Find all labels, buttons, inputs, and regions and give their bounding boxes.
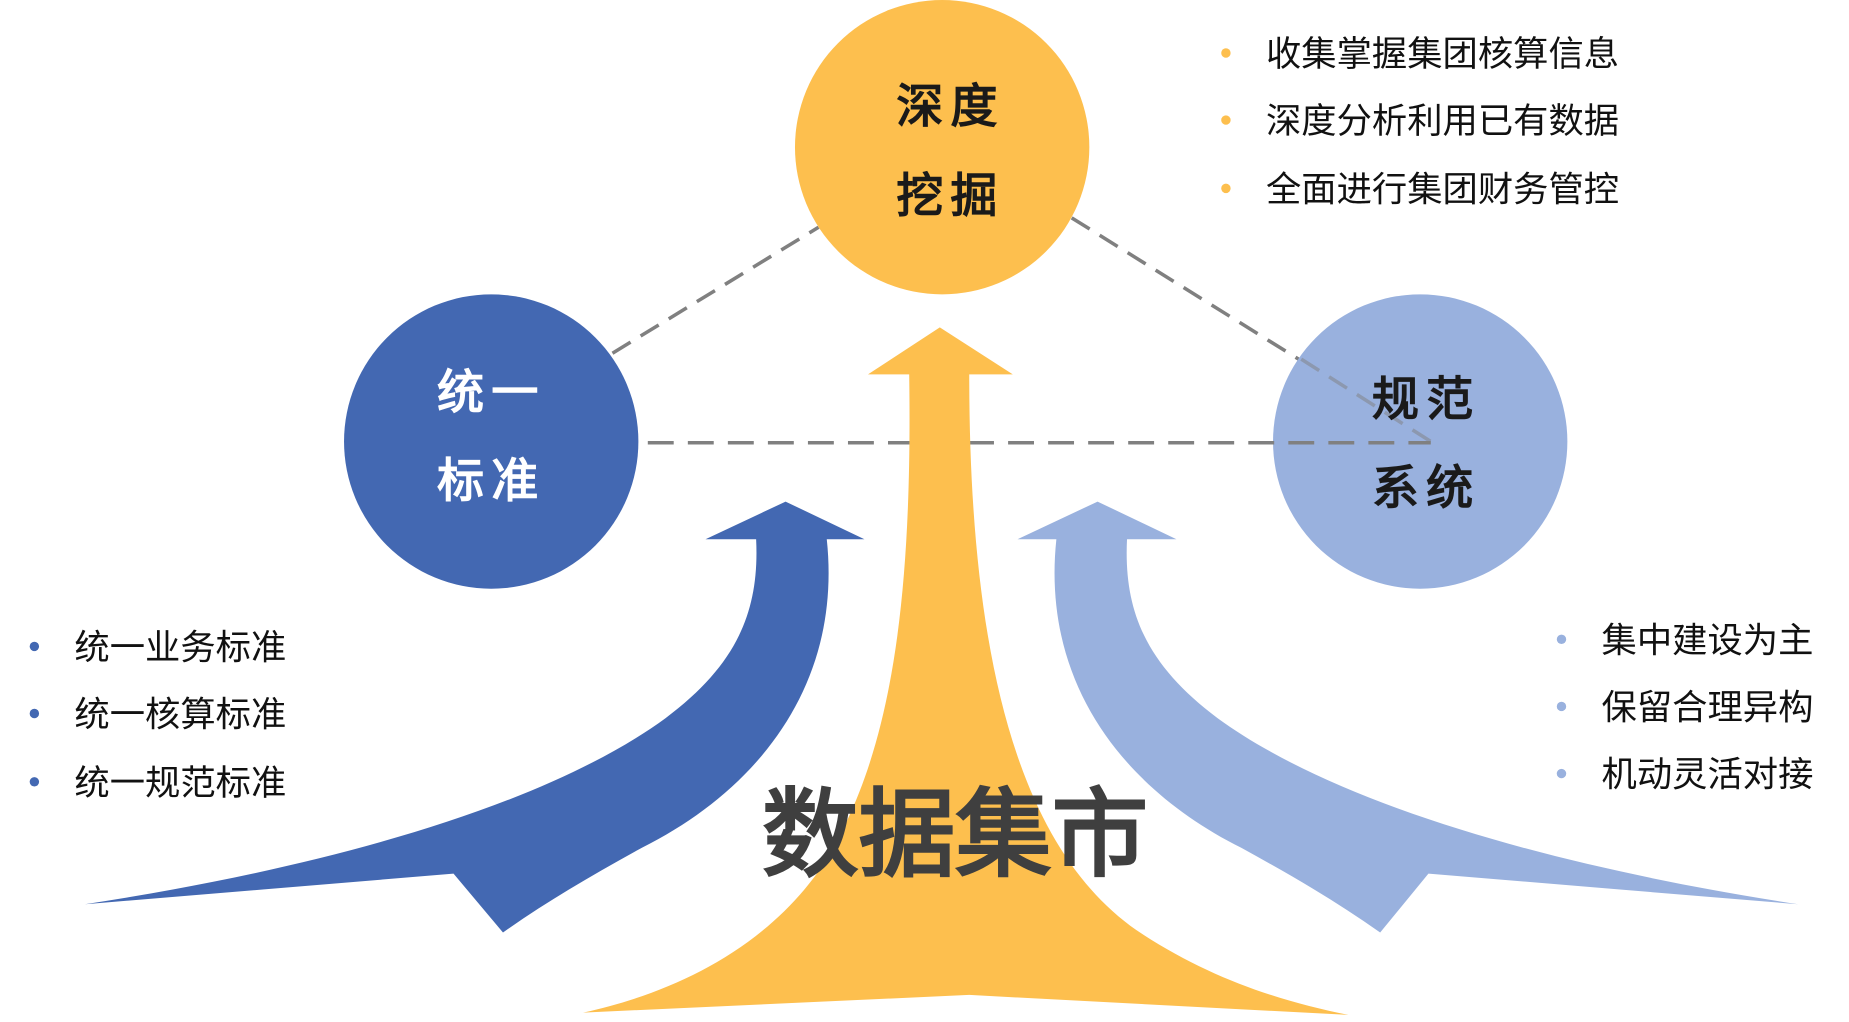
arrow-blue (85, 501, 865, 933)
right-bullet-3: 机动灵活对接 (1602, 755, 1814, 796)
connector-top-right-overlay (1300, 357, 1432, 444)
arrow-light-blue (1017, 501, 1799, 933)
bullet-dot (1556, 701, 1567, 712)
bullet-dot (1221, 183, 1231, 194)
top-bullet-1: 收集掌握集团核算信息 (1266, 34, 1619, 75)
right-bullet-2: 保留合理异构 (1602, 687, 1814, 728)
left-node-label-2: 标准 (437, 454, 545, 509)
top-bullet-list: 收集掌握集团核算信息 深度分析利用已有数据 全面进行集团财务管控 (1221, 34, 1619, 210)
right-node-label-1: 规范 (1372, 373, 1480, 428)
right-bullet-list: 集中建设为主 保留合理异构 机动灵活对接 (1556, 620, 1814, 796)
node-circle-left (344, 294, 639, 589)
right-node-label-2: 系统 (1372, 461, 1480, 516)
left-node-label-1: 统一 (437, 366, 545, 421)
top-node-label-1: 深度 (896, 79, 1004, 134)
right-bullet-1: 集中建设为主 (1602, 620, 1814, 661)
top-bullet-3: 全面进行集团财务管控 (1266, 169, 1619, 210)
center-title: 数据集市 (762, 778, 1148, 891)
top-node-label-2: 挖掘 (896, 169, 1004, 224)
node-circle-top (794, 0, 1090, 295)
top-bullet-2: 深度分析利用已有数据 (1266, 101, 1619, 142)
bullet-dot (29, 641, 40, 652)
bullet-dot (1556, 634, 1567, 645)
bullet-dot (1556, 768, 1567, 779)
bullet-dot (1221, 48, 1231, 58)
bullet-dot (29, 708, 40, 719)
left-bullet-list: 统一业务标准 统一核算标准 统一规范标准 (29, 627, 286, 804)
connector-left-top (611, 225, 820, 355)
left-bullet-1: 统一业务标准 (74, 627, 286, 668)
left-bullet-2: 统一核算标准 (74, 694, 286, 735)
arrow-yellow (583, 327, 1349, 1015)
connector-top-right (1070, 216, 1432, 444)
bullet-dot (1221, 115, 1231, 125)
bullet-dot (29, 777, 40, 787)
left-bullet-3: 统一规范标准 (74, 763, 286, 804)
